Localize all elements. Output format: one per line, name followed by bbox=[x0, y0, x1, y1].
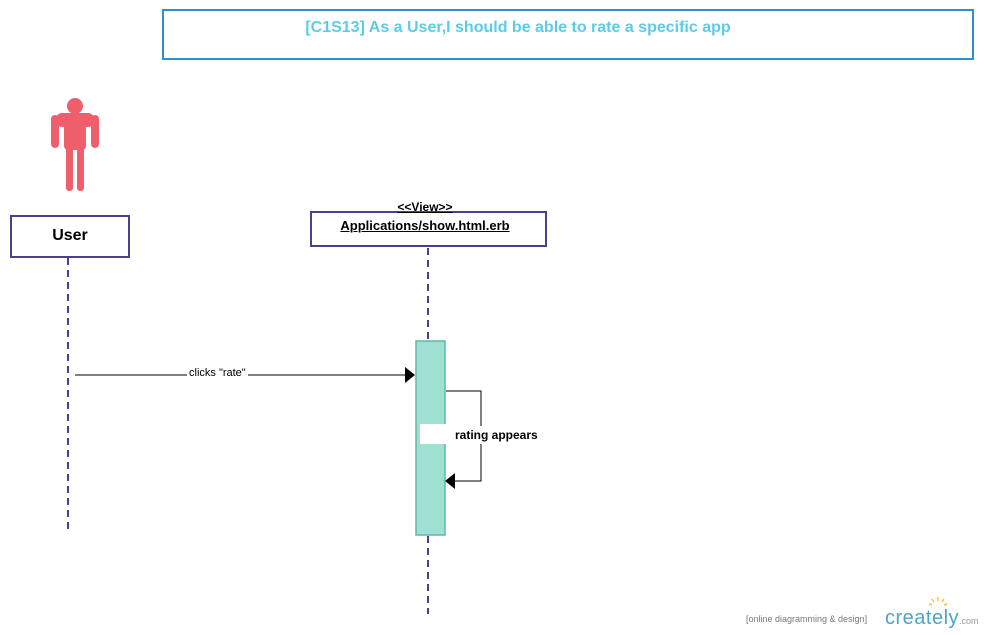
user-lifeline-box bbox=[10, 215, 130, 258]
user-lifeline-label: User bbox=[52, 227, 88, 244]
label-gap bbox=[420, 424, 450, 444]
clicks-rate-label: clicks "rate" bbox=[187, 367, 248, 379]
title-box bbox=[162, 9, 974, 60]
footer-tagline: [online diagramming & design] bbox=[746, 614, 868, 624]
creately-sun-icon bbox=[928, 597, 948, 606]
view-lifeline-box bbox=[310, 211, 547, 247]
rating-appears-arrowhead bbox=[445, 473, 455, 489]
user-actor-icon bbox=[51, 98, 99, 191]
creately-logo[interactable]: creately.com bbox=[885, 607, 979, 630]
creately-brand-suffix: .com bbox=[959, 616, 979, 626]
creately-brand: creately bbox=[885, 607, 960, 629]
view-stereotype: <<View>> bbox=[397, 200, 453, 214]
clicks-rate-arrowhead bbox=[405, 367, 415, 383]
diagram-title: [C1S13] As a User,I should be able to ra… bbox=[305, 19, 731, 36]
view-lifeline-label: Applications/show.html.erb bbox=[340, 218, 510, 233]
rating-appears-label: rating appears bbox=[452, 426, 541, 444]
